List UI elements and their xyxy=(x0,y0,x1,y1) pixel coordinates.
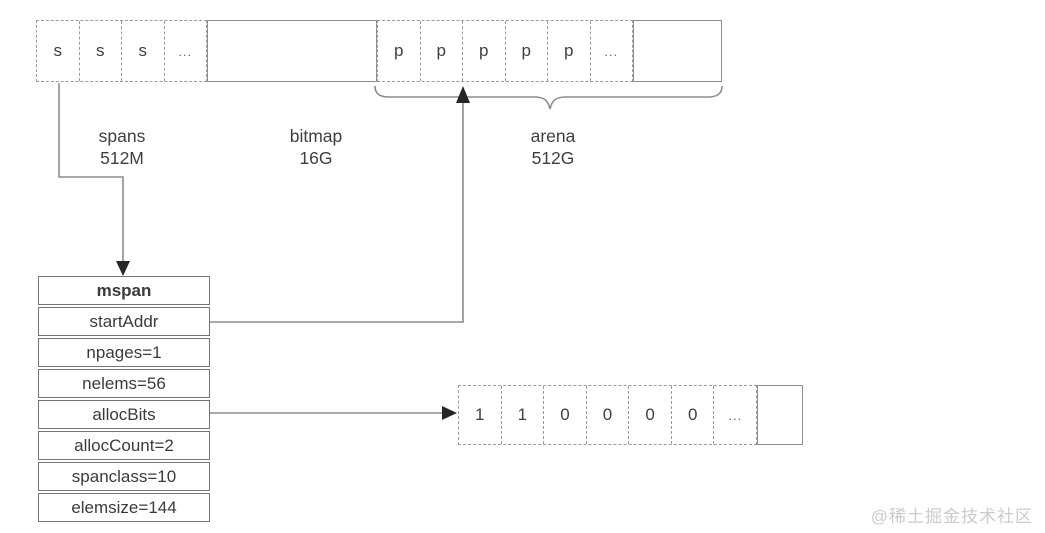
allocbits-cell: 0 xyxy=(585,386,629,444)
down-arrowhead-icon xyxy=(116,261,130,276)
spans-cell: s xyxy=(53,41,63,60)
allocbits-cell: 0 xyxy=(628,386,671,444)
arena-cell: p xyxy=(504,21,548,81)
spans-label-name: spans xyxy=(98,126,146,146)
arena-cell: p xyxy=(419,21,463,81)
spans-box: s s s ... xyxy=(36,20,207,82)
mspan-row-nelems: nelems=56 xyxy=(38,369,210,398)
spans-label-size: 512M xyxy=(100,147,144,168)
mspan-row-startaddr: startAddr xyxy=(38,307,210,336)
arena-cell: p xyxy=(394,41,404,60)
bitmap-box xyxy=(207,20,377,82)
arena-label-name: arena xyxy=(530,126,576,146)
arena-label-size: 512G xyxy=(531,147,575,168)
up-arrowhead-icon xyxy=(456,86,470,103)
spans-cell-ellipsis: ... xyxy=(163,21,207,81)
spans-cell: s xyxy=(78,21,122,81)
mspan-table: mspan startAddr npages=1 nelems=56 alloc… xyxy=(38,276,210,522)
allocbits-cell: 1 xyxy=(475,405,485,424)
allocbits-cell-ellipsis: ... xyxy=(713,386,756,444)
right-arrowhead-icon xyxy=(442,406,457,420)
heap-tail-box xyxy=(633,20,722,82)
bitmap-label: bitmap 16G xyxy=(251,126,381,169)
bitmap-label-size: 16G xyxy=(299,147,333,168)
arena-cell-ellipsis: ... xyxy=(589,21,633,81)
allocbits-cell: 1 xyxy=(500,386,544,444)
mspan-row-spanclass: spanclass=10 xyxy=(38,462,210,491)
spans-to-mspan-connector xyxy=(58,83,124,262)
mspan-row-allocbits: allocBits xyxy=(38,400,210,429)
allocbits-box: 1 1 0 0 0 0 ... xyxy=(458,385,757,445)
bitmap-label-name: bitmap xyxy=(289,126,343,146)
spans-label: spans 512M xyxy=(57,126,187,169)
allocbits-cell: 0 xyxy=(543,386,586,444)
arena-brace xyxy=(374,85,723,110)
watermark: @稀土掘金技术社区 xyxy=(870,507,1033,526)
arena-cell: p xyxy=(547,21,590,81)
arena-label: arena 512G xyxy=(488,126,618,169)
allocbits-cell: 0 xyxy=(670,386,714,444)
allocbits-tail-box xyxy=(757,385,803,445)
mspan-row-alloccount: allocCount=2 xyxy=(38,431,210,460)
arena-box: p p p p p ... xyxy=(377,20,633,82)
spans-cell: s xyxy=(121,21,164,81)
mspan-row-elemsize: elemsize=144 xyxy=(38,493,210,522)
mspan-header: mspan xyxy=(38,276,210,305)
arena-cell: p xyxy=(462,21,505,81)
mspan-row-npages: npages=1 xyxy=(38,338,210,367)
